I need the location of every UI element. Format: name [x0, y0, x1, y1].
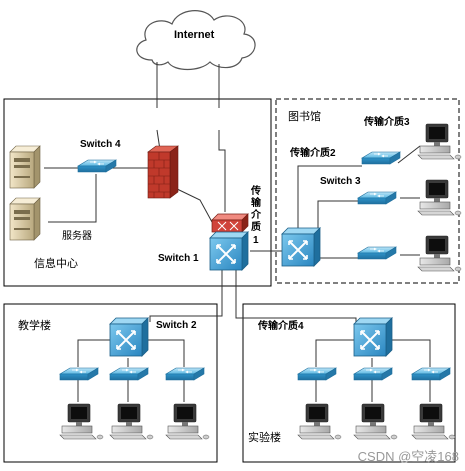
medium-2-label: 传输介质2: [290, 148, 336, 159]
medium-3-label: 传输介质3: [364, 117, 410, 128]
switch-4-icon: [77, 159, 117, 173]
lab-switch-1-icon: [297, 367, 337, 381]
teaching-pc-2-icon: [109, 403, 154, 440]
teaching-building-label: 教学楼: [18, 319, 51, 332]
teaching-switch-1-icon: [59, 367, 99, 381]
server-label: 服务器: [62, 231, 92, 242]
info-center-zone: [3, 98, 272, 287]
watermark: CSDN @空凌168: [357, 449, 459, 464]
library-switch-top-icon: [361, 151, 401, 165]
lab-switch-3-icon: [411, 367, 451, 381]
library-pc-2-icon: [417, 179, 462, 216]
lab-building-zone: [242, 303, 456, 463]
lab-core-switch-icon: [353, 317, 393, 357]
internet-label: Internet: [174, 29, 215, 41]
library-pc-3-icon: [417, 235, 462, 272]
lab-switch-2-icon: [353, 367, 393, 381]
medium-1-number: 1: [253, 235, 259, 246]
internet-cloud-icon: [136, 10, 256, 71]
switch-2-label: Switch 2: [156, 320, 197, 331]
teaching-pc-3-icon: [165, 403, 210, 440]
medium-1-label: 传输介质: [251, 186, 261, 233]
network-links: [44, 62, 431, 402]
lab-pc-3-icon: [411, 403, 456, 440]
library-switch-bottom-icon: [357, 246, 397, 260]
medium-4-label: 传输介质4: [258, 321, 304, 332]
switch-1-label: Switch 1: [158, 253, 199, 264]
switch-2-icon: [109, 317, 149, 357]
library-switch-middle-icon: [357, 191, 397, 205]
lab-building-label: 实验楼: [248, 431, 281, 444]
teaching-switch-3-icon: [165, 367, 205, 381]
switch-3-label: Switch 3: [320, 176, 361, 187]
teaching-switch-2-icon: [109, 367, 149, 381]
switch-1-icon: [209, 213, 249, 271]
library-label: 图书馆: [288, 110, 321, 123]
server-2-icon: [9, 197, 41, 241]
info-center-label: 信息中心: [34, 257, 78, 270]
lab-pc-2-icon: [353, 403, 398, 440]
library-pc-1-icon: [417, 123, 462, 160]
switch-4-label: Switch 4: [80, 139, 121, 150]
teaching-pc-1-icon: [59, 403, 104, 440]
lab-pc-1-icon: [297, 403, 342, 440]
switch-3-icon: [281, 227, 321, 267]
server-1-icon: [9, 145, 41, 189]
firewall-icon: [147, 145, 179, 199]
teaching-building-zone: [3, 303, 218, 463]
library-zone: [275, 98, 460, 284]
